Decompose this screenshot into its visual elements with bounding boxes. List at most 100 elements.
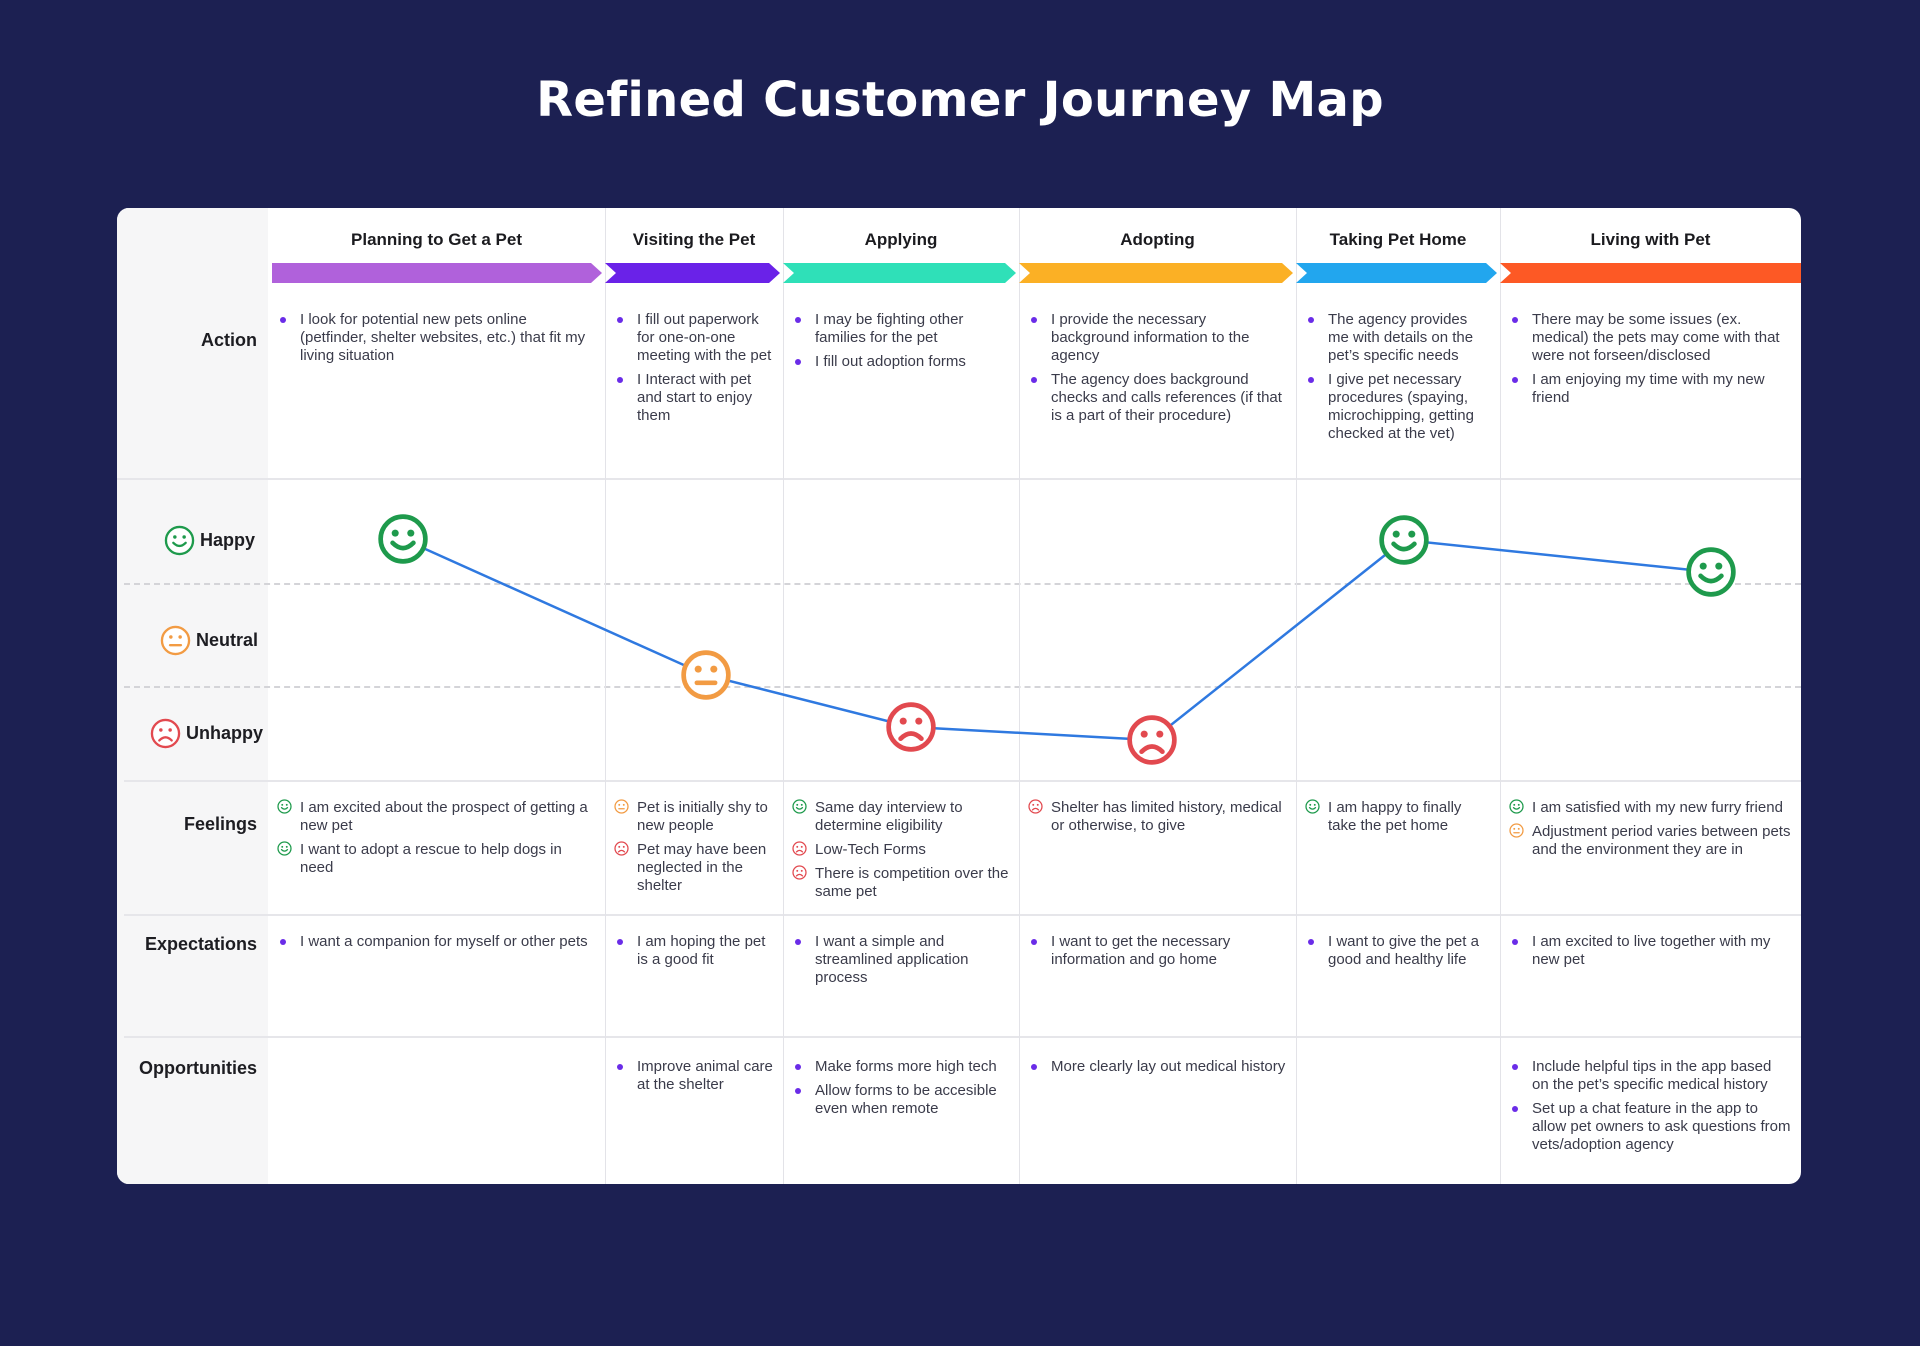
happy-face-icon bbox=[277, 841, 292, 856]
row-label-opportunities: Opportunities bbox=[139, 1058, 257, 1078]
row-divider bbox=[117, 478, 1801, 480]
action-text: I Interact with pet and start to enjoy t… bbox=[637, 371, 753, 424]
feeling-item: Pet may have been neglected in the shelt… bbox=[614, 841, 774, 895]
unhappy-icon bbox=[792, 841, 807, 856]
cell-expectations: I want a companion for myself or other p… bbox=[277, 933, 596, 957]
emotion-chart bbox=[272, 263, 1801, 765]
expectation-item: I want to give the pet a good and health… bbox=[1305, 933, 1491, 969]
stage-arrow bbox=[1500, 263, 1801, 283]
mood-label-neutral: Neutral bbox=[160, 625, 258, 656]
action-text: The agency provides me with details on t… bbox=[1328, 311, 1474, 364]
action-item: I am enjoying my time with my new friend bbox=[1509, 371, 1792, 407]
stage-arrow bbox=[1019, 263, 1293, 283]
cell-actions: I look for potential new pets online (pe… bbox=[277, 311, 596, 371]
action-item: There may be some issues (ex. medical) t… bbox=[1509, 311, 1792, 365]
row-divider bbox=[124, 914, 1801, 916]
cell-feelings: I am excited about the prospect of getti… bbox=[277, 799, 596, 883]
action-item: The agency does background checks and ca… bbox=[1028, 371, 1287, 425]
feeling-item: I am excited about the prospect of getti… bbox=[277, 799, 596, 835]
mood-label-unhappy: Unhappy bbox=[150, 718, 263, 749]
feeling-text: There is competition over the same pet bbox=[815, 865, 1009, 900]
feeling-text: Low-Tech Forms bbox=[815, 841, 926, 858]
feeling-list: I am excited about the prospect of getti… bbox=[277, 799, 596, 877]
happy-face-icon bbox=[164, 525, 195, 556]
action-list: I fill out paperwork for one-on-one meet… bbox=[614, 311, 774, 425]
opportunitie-item: Allow forms to be accesible even when re… bbox=[792, 1082, 1010, 1118]
cell-expectations: I am hoping the pet is a good fit bbox=[614, 933, 774, 975]
unhappy-face-icon bbox=[792, 841, 807, 856]
feeling-text: Same day interview to determine eligibil… bbox=[815, 799, 963, 834]
opportunitie-text: Improve animal care at the shelter bbox=[637, 1058, 773, 1093]
feeling-item: I am satisfied with my new furry friend bbox=[1509, 799, 1792, 817]
opportunitie-text: Make forms more high tech bbox=[815, 1058, 997, 1075]
feeling-text: Pet is initially shy to new people bbox=[637, 799, 768, 834]
mood-gridline bbox=[124, 583, 1801, 585]
unhappy-face-icon bbox=[792, 865, 807, 880]
happy-icon bbox=[277, 799, 292, 814]
action-list: There may be some issues (ex. medical) t… bbox=[1509, 311, 1792, 407]
mood-label-text: Unhappy bbox=[186, 723, 264, 743]
opportunitie-item: More clearly lay out medical history bbox=[1028, 1058, 1287, 1076]
unhappy-face-icon bbox=[614, 841, 629, 856]
action-text: The agency does background checks and ca… bbox=[1051, 371, 1282, 424]
cell-feelings: Shelter has limited history, medical or … bbox=[1028, 799, 1287, 841]
cell-opportunities: Include helpful tips in the app based on… bbox=[1509, 1058, 1792, 1160]
opportunitie-list: Improve animal care at the shelter bbox=[614, 1058, 774, 1094]
action-item: I fill out paperwork for one-on-one meet… bbox=[614, 311, 774, 365]
action-text: I look for potential new pets online (pe… bbox=[300, 311, 586, 364]
action-text: I give pet necessary procedures (spaying… bbox=[1328, 371, 1474, 442]
feeling-item: Shelter has limited history, medical or … bbox=[1028, 799, 1287, 835]
action-text: I provide the necessary background infor… bbox=[1051, 311, 1250, 364]
expectation-list: I am hoping the pet is a good fit bbox=[614, 933, 774, 969]
action-item: I may be fighting other families for the… bbox=[792, 311, 1010, 347]
cell-actions: I provide the necessary background infor… bbox=[1028, 311, 1287, 431]
feeling-item: Pet is initially shy to new people bbox=[614, 799, 774, 835]
expectation-text: I am hoping the pet is a good fit bbox=[637, 933, 766, 968]
column-divider bbox=[605, 208, 606, 1184]
action-item: I fill out adoption forms bbox=[792, 353, 1010, 371]
action-list: The agency provides me with details on t… bbox=[1305, 311, 1491, 443]
opportunitie-item: Make forms more high tech bbox=[792, 1058, 1010, 1076]
row-label-column bbox=[117, 208, 268, 1184]
cell-feelings: Same day interview to determine eligibil… bbox=[792, 799, 1010, 907]
row-label-feelings: Feelings bbox=[183, 814, 257, 834]
action-item: I provide the necessary background infor… bbox=[1028, 311, 1287, 365]
happy-face-icon bbox=[792, 799, 807, 814]
action-list: I may be fighting other families for the… bbox=[792, 311, 1010, 371]
expectation-item: I am hoping the pet is a good fit bbox=[614, 933, 774, 969]
expectation-list: I want to give the pet a good and health… bbox=[1305, 933, 1491, 969]
expectation-text: I want a simple and streamlined applicat… bbox=[815, 933, 969, 986]
happy-icon bbox=[277, 841, 292, 856]
neutral-icon bbox=[614, 799, 629, 814]
opportunitie-item: Include helpful tips in the app based on… bbox=[1509, 1058, 1792, 1094]
emotion-point-happy bbox=[378, 514, 428, 564]
expectation-item: I want a simple and streamlined applicat… bbox=[792, 933, 1010, 987]
feeling-text: Pet may have been neglected in the shelt… bbox=[637, 841, 767, 894]
happy-icon bbox=[1305, 799, 1320, 814]
action-item: I Interact with pet and start to enjoy t… bbox=[614, 371, 774, 425]
feeling-text: Shelter has limited history, medical or … bbox=[1051, 799, 1282, 834]
stage-arrow bbox=[605, 263, 780, 283]
journey-map-card: Action Feelings Expectations Opportuniti… bbox=[117, 208, 1801, 1184]
mood-label-text: Happy bbox=[200, 530, 256, 550]
expectation-text: I am excited to live together with my ne… bbox=[1532, 933, 1771, 968]
feeling-item: Low-Tech Forms bbox=[792, 841, 1010, 859]
row-divider bbox=[124, 780, 1801, 782]
expectation-text: I want a companion for myself or other p… bbox=[300, 933, 588, 950]
mood-gridline bbox=[124, 686, 1801, 688]
cell-actions: I fill out paperwork for one-on-one meet… bbox=[614, 311, 774, 431]
happy-face-icon bbox=[277, 799, 292, 814]
stage-title: Adopting bbox=[1120, 230, 1195, 249]
page-title: Refined Customer Journey Map bbox=[536, 72, 1384, 128]
action-item: I give pet necessary procedures (spaying… bbox=[1305, 371, 1491, 443]
feeling-text: I want to adopt a rescue to help dogs in… bbox=[300, 841, 562, 876]
cell-expectations: I want to get the necessary information … bbox=[1028, 933, 1287, 975]
row-divider bbox=[124, 1036, 1801, 1038]
expectation-text: I want to get the necessary information … bbox=[1051, 933, 1231, 968]
cell-actions: The agency provides me with details on t… bbox=[1305, 311, 1491, 449]
unhappy-face-icon bbox=[886, 702, 936, 752]
expectation-list: I am excited to live together with my ne… bbox=[1509, 933, 1792, 969]
